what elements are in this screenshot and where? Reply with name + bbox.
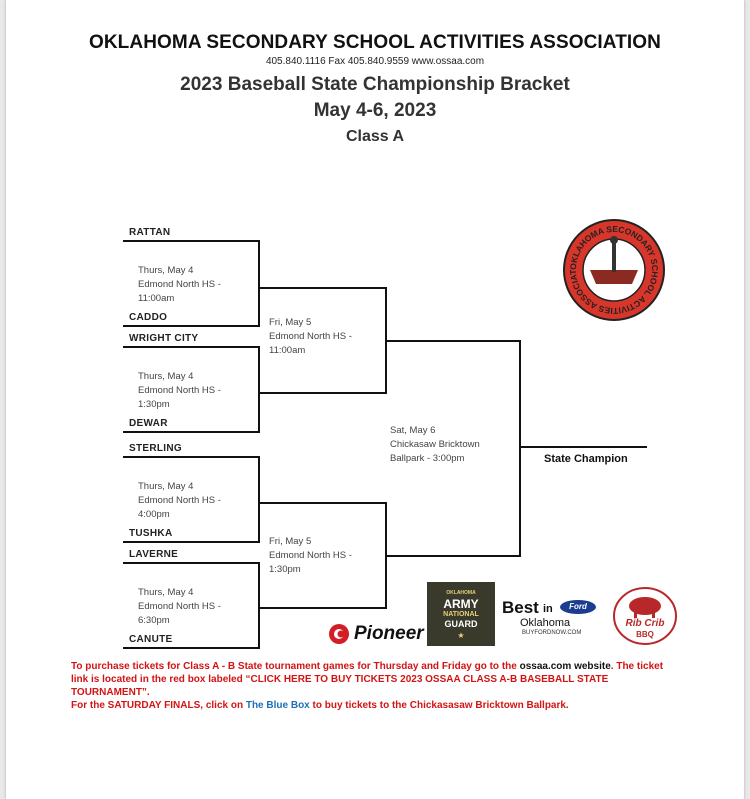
team-wright-city: WRIGHT CITY [129, 333, 199, 344]
note-thu-fri: To purchase tickets for Class A - B Stat… [71, 661, 664, 698]
bracket-title: 2023 Baseball State Championship Bracket [180, 74, 570, 95]
team-canute: CANUTE [129, 634, 173, 645]
best-in-oklahoma-logo: Best in Ford Oklahoma BUYFORDNOW.COM [502, 598, 602, 642]
army-national-guard-logo: OKLAHOMA ARMY NATIONAL GUARD ★ [427, 582, 495, 646]
star-icon: ★ [457, 631, 465, 640]
org-name: OKLAHOMA SECONDARY SCHOOL ACTIVITIES ASS… [88, 32, 662, 53]
contact-line: 405.840.1116 Fax 405.840.9559 www.ossaa.… [265, 56, 485, 67]
pig-icon [613, 587, 677, 645]
page: OKLAHOMA SECONDARY SCHOOL ACTIVITIES ASS… [6, 0, 744, 799]
pioneer-mark-icon [329, 624, 349, 644]
class-label: Class A [345, 128, 405, 145]
state-champion-label: State Champion [544, 453, 628, 465]
bracket-dates: May 4-6, 2023 [313, 100, 437, 121]
team-dewar: DEWAR [129, 418, 168, 429]
ossaa-link[interactable]: ossaa.com [519, 661, 572, 672]
team-caddo: CADDO [129, 312, 168, 323]
note-saturday: For the SATURDAY FINALS, click on The Bl… [71, 700, 569, 711]
team-sterling: STERLING [129, 443, 182, 454]
team-laverne: LAVERNE [129, 549, 179, 560]
team-tushka: TUSHKA [129, 528, 173, 539]
team-rattan: RATTAN [129, 227, 171, 238]
rib-crib-logo: Rib Crib BBQ [612, 586, 678, 648]
ford-oval-icon: Ford [560, 600, 596, 614]
blue-box-link[interactable]: The Blue Box [245, 700, 310, 711]
ossaa-seal-logo: OKLAHOMA SECONDARY SCHOOL ACTIVITIES ASS… [562, 218, 665, 321]
ticket-instructions: To purchase tickets for Class A - B Stat… [71, 660, 671, 712]
